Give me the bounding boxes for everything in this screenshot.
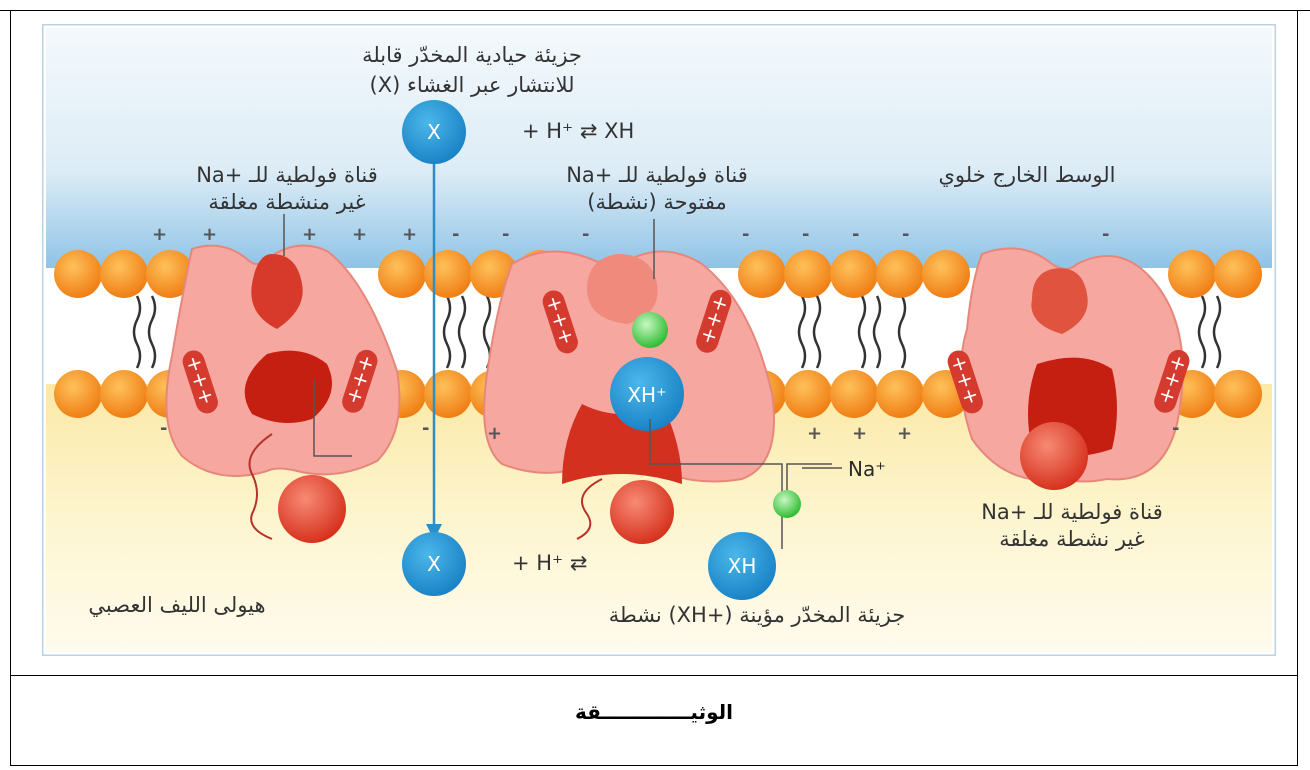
label-closed-channel-left-line2: غير منشطة مغلقة (208, 190, 365, 214)
molecule-xh-plus-label: XH⁺ (627, 383, 666, 407)
svg-text:-: - (582, 224, 589, 245)
table-corner-left (0, 10, 10, 11)
extracellular-region (46, 28, 1272, 268)
label-open-channel-line1: قناة فولطية للـ +Na (566, 163, 748, 187)
svg-text:+: + (807, 423, 822, 444)
label-ionized-molecule: جزيئة المخدّر مؤينة (+XH) نشطة (609, 603, 906, 627)
svg-text:-: - (422, 418, 429, 439)
svg-text:-: - (852, 224, 859, 245)
sodium-ion-free (773, 490, 801, 518)
molecule-x-top-label: X (427, 120, 441, 144)
svg-text:-: - (1102, 224, 1109, 245)
sodium-ion-label: Na⁺ (848, 457, 886, 481)
svg-text:-: - (742, 224, 749, 245)
svg-text:-: - (502, 224, 509, 245)
label-open-channel-line2: مفتوحة (نشطة) (587, 190, 726, 214)
svg-text:+: + (202, 224, 217, 245)
svg-text:+: + (302, 224, 317, 245)
svg-text:-: - (802, 224, 809, 245)
molecule-x-bottom-label: X (427, 552, 441, 576)
label-closed-channel-right-line1: قناة فولطية للـ +Na (981, 500, 1163, 524)
svg-text:+: + (852, 423, 867, 444)
membrane-diagram-figure: + + + + + + + + + + + + XH⁺ (42, 24, 1276, 656)
table-corner-right (1298, 10, 1310, 11)
equation-top: + H⁺ ⇄ XH (522, 119, 634, 143)
svg-text:+: + (352, 224, 367, 245)
svg-text:+: + (897, 423, 912, 444)
sodium-ion-in-channel (632, 312, 668, 348)
label-neutral-molecule-line2: للانتشار عبر الغشاء (X) (369, 73, 574, 97)
label-neutral-molecule-line1: جزيئة حيادية المخدّر قابلة (362, 43, 582, 67)
row-divider (10, 675, 1298, 676)
svg-text:-: - (160, 418, 167, 439)
inactivation-ball-center (610, 480, 674, 544)
svg-text:-: - (452, 224, 459, 245)
inactivation-ball-right (1020, 422, 1088, 490)
svg-text:-: - (902, 224, 909, 245)
svg-text:+: + (152, 224, 167, 245)
svg-text:+: + (402, 224, 417, 245)
svg-text:-: - (1172, 418, 1179, 439)
label-extracellular: الوسط الخارج خلوي (938, 163, 1115, 188)
inactivation-ball-left (278, 475, 346, 543)
label-axoplasm: هيولى الليف العصبي (88, 593, 265, 617)
molecule-xh-bottom-label: XH (728, 554, 757, 578)
svg-text:+: + (487, 423, 502, 444)
label-closed-channel-right-line2: غير نشطة مغلقة (999, 527, 1145, 551)
equation-bottom: + H⁺ ⇄ (512, 551, 587, 575)
label-closed-channel-left-line1: قناة فولطية للـ +Na (196, 163, 378, 187)
membrane-diagram: + + + + + + + + + + + + XH⁺ (42, 24, 1276, 656)
document-caption: الوثيـــــــــــــقة (10, 700, 1298, 724)
